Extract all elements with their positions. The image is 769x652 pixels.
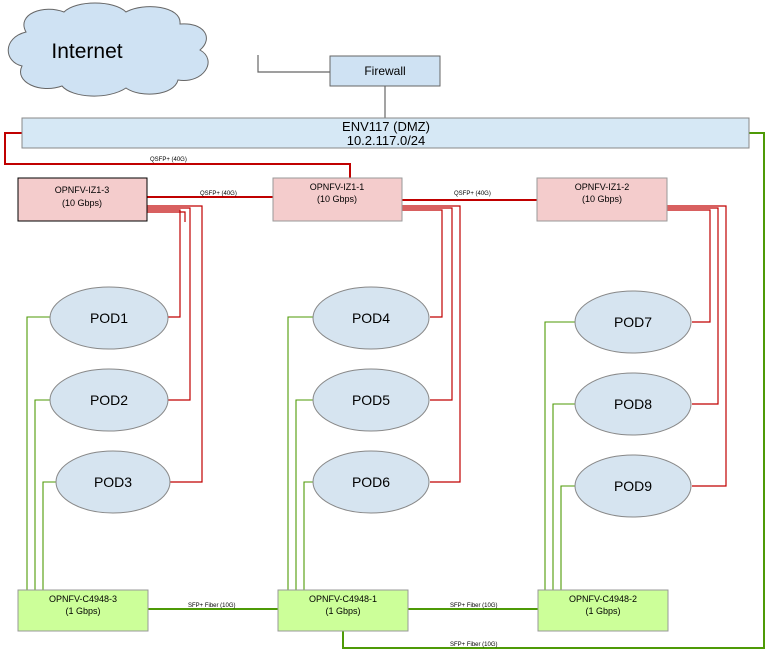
sfp-bottom-label: SFP+ Fiber (10G)	[450, 642, 498, 648]
pod-label: POD1	[90, 310, 128, 326]
pod-5: POD5	[312, 368, 430, 432]
iz-switch-name: OPNFV-IZ1-3	[55, 185, 110, 195]
pod-label: POD8	[614, 396, 652, 412]
c-switch-name: OPNFV-C4948-1	[309, 594, 377, 604]
pod-label: POD3	[94, 474, 132, 490]
iz1-1-pod6-link	[402, 205, 461, 483]
pod-label: POD6	[352, 474, 390, 490]
iz1-2-pod9-link	[667, 205, 727, 487]
pod-6: POD6	[312, 450, 430, 514]
pod9-c4948-2-link	[560, 485, 576, 590]
iz1-1-pod5-link	[402, 207, 453, 401]
internet-label: Internet	[51, 40, 122, 63]
env-iz1-3-link	[4, 132, 351, 178]
iz1-3-extra-link	[147, 211, 186, 222]
pod-2: POD2	[49, 368, 169, 432]
pod-label: POD5	[352, 392, 390, 408]
pod3-c4948-3-link	[42, 481, 56, 590]
c4948-switch-3: OPNFV-C4948-3 (1 Gbps)	[17, 589, 149, 632]
pod-label: POD9	[614, 478, 652, 494]
pod-label: POD4	[352, 310, 390, 326]
pod-label: POD2	[90, 392, 128, 408]
iz-switch-1-3: OPNFV-IZ1-3 (10 Gbps)	[17, 177, 148, 222]
sfp-left-label: SFP+ Fiber (10G)	[188, 603, 236, 609]
c-switch-speed: (1 Gbps)	[585, 606, 620, 616]
iz-switch-1-2: OPNFV-IZ1-2 (10 Gbps)	[536, 177, 668, 222]
env-dmz-bar: ENV117 (DMZ) 10.2.117.0/24	[21, 117, 750, 149]
env-title: ENV117 (DMZ)	[342, 119, 430, 134]
firewall-label: Firewall	[364, 64, 405, 78]
qsfp-right-label: QSFP+ (40G)	[454, 191, 491, 197]
qsfp-env-label: QSFP+ (40G)	[150, 157, 187, 163]
iz-switch-name: OPNFV-IZ1-2	[575, 182, 630, 192]
c4948-switch-2: OPNFV-C4948-2 (1 Gbps)	[537, 589, 669, 632]
iz1-1-pod4-link	[402, 209, 443, 318]
c-switch-name: OPNFV-C4948-2	[569, 594, 637, 604]
iz-switch-speed: (10 Gbps)	[317, 194, 357, 204]
pod-3: POD3	[55, 450, 171, 514]
firewall-box: Firewall	[329, 55, 441, 87]
iz1-2-pod7-link	[667, 209, 711, 323]
iz1-2-pod8-link	[667, 207, 719, 405]
internet-cloud: Internet	[7, 2, 209, 97]
iz-switch-speed: (10 Gbps)	[62, 198, 102, 208]
pod1-c4948-3-link	[26, 316, 50, 590]
iz-switch-name: OPNFV-IZ1-1	[310, 182, 365, 192]
pod4-c4948-1-link	[287, 316, 314, 590]
iz1-3-pod1-link	[147, 209, 181, 318]
c-switch-speed: (1 Gbps)	[65, 606, 100, 616]
pod-7: POD7	[574, 290, 692, 354]
pod2-c4948-3-link	[34, 399, 50, 590]
iz1-3-pod3-link	[147, 205, 203, 483]
c4948-1-env-link	[342, 132, 765, 649]
qsfp-left-label: QSFP+ (40G)	[200, 191, 237, 197]
c4948-switch-1: OPNFV-C4948-1 (1 Gbps)	[277, 589, 409, 632]
iz1-3-pod2-link	[147, 207, 191, 401]
c-switch-name: OPNFV-C4948-3	[49, 594, 117, 604]
pod-4: POD4	[312, 286, 430, 350]
internet-firewall-link	[257, 55, 330, 73]
c-switch-speed: (1 Gbps)	[325, 606, 360, 616]
pod7-c4948-2-link	[544, 321, 576, 590]
sfp-right-label: SFP+ Fiber (10G)	[450, 603, 498, 609]
pod5-c4948-1-link	[295, 399, 314, 590]
pod-1: POD1	[49, 286, 169, 350]
pod-8: POD8	[574, 372, 692, 436]
env-subnet: 10.2.117.0/24	[347, 133, 426, 148]
pod8-c4948-2-link	[552, 403, 576, 590]
pod-9: POD9	[574, 454, 692, 518]
iz-switch-speed: (10 Gbps)	[582, 194, 622, 204]
iz-switch-1-1: OPNFV-IZ1-1 (10 Gbps)	[272, 177, 403, 222]
pod6-c4948-1-link	[303, 481, 314, 590]
pod-label: POD7	[614, 314, 652, 330]
